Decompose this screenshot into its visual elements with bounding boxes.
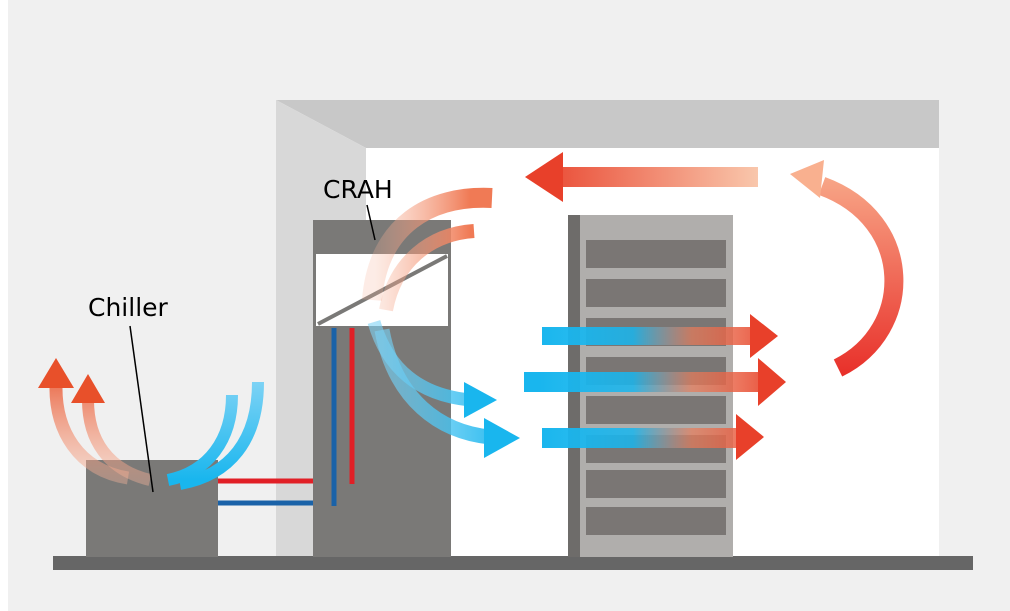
crah-supply-head-upper <box>464 382 497 418</box>
ceiling <box>276 100 939 148</box>
crah-supply-head-lower <box>484 418 520 458</box>
rack-slot <box>586 279 726 307</box>
crah-leader-line <box>366 204 376 241</box>
rack-slot <box>586 507 726 535</box>
rack-airflow <box>524 314 786 460</box>
chiller-heat-curve-outer <box>49 384 130 485</box>
labels: CRAH Chiller <box>88 175 393 493</box>
chiller-heat-head-inner <box>71 374 105 403</box>
return-air-shaft <box>560 167 758 187</box>
return-air-arrow <box>525 152 758 202</box>
crah-supply-air <box>367 320 520 458</box>
crah-intake-curve-outer <box>362 187 493 302</box>
hot-air-rise-curve <box>818 177 904 377</box>
rack-slot <box>586 240 726 268</box>
rack-airflow-shaft <box>542 428 738 448</box>
return-air-head <box>525 152 563 202</box>
crah-intake-curve-inner <box>379 224 475 312</box>
chiller-heat-rejection <box>38 358 152 486</box>
rack-airflow-head <box>758 358 786 406</box>
rack-slot <box>586 470 726 498</box>
chiller-heat-head-outer <box>38 358 74 388</box>
crah-label: CRAH <box>323 175 393 204</box>
chiller-heat-curve-inner <box>82 399 152 486</box>
rack-airflow-head <box>736 414 764 460</box>
crah-side-right <box>448 254 451 326</box>
crah-intake-air <box>362 187 493 312</box>
rack-airflow-head <box>750 314 778 358</box>
rack-slot <box>586 396 726 424</box>
chiller-cool-air <box>166 381 264 490</box>
rack-airflow-shaft <box>524 372 760 392</box>
crah-supply-curve-lower <box>374 328 491 445</box>
chiller-cool-curve-outer <box>178 381 264 490</box>
hot-air-rise-head <box>790 160 824 198</box>
chiller-leader-line <box>129 325 154 493</box>
chiller-cool-curve-inner <box>166 394 238 486</box>
crah-side-left <box>313 254 316 326</box>
floor-slab <box>53 556 973 570</box>
chiller-label: Chiller <box>88 293 169 322</box>
hot-air-rise-arrow <box>790 160 904 377</box>
rack-airflow-shaft <box>542 327 752 345</box>
